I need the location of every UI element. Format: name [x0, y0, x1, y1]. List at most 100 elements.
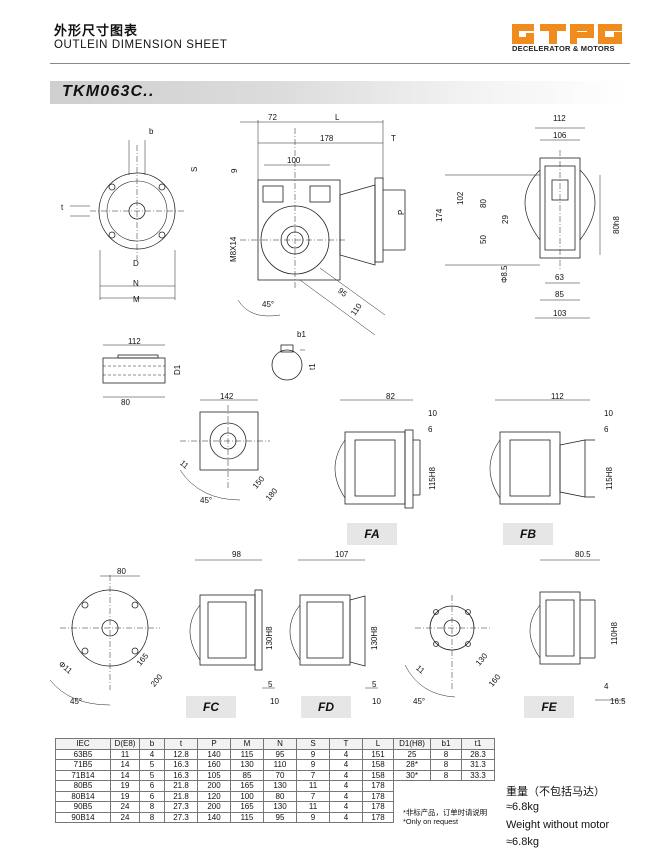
page-title-en: OUTLEIN DIMENSION SHEET	[54, 39, 228, 51]
dim-10-fa: 10	[428, 409, 437, 418]
dim-82: 82	[386, 392, 395, 401]
table-cell: 100	[230, 790, 264, 802]
mount-fa-label: FA	[347, 523, 397, 545]
mount-fd-label: FD	[301, 696, 351, 718]
table-cell: 105	[197, 769, 231, 781]
note-cn: *非标产品，订单时请说明	[403, 808, 488, 817]
dim-phi85: Φ8.5	[500, 265, 509, 283]
table-cell: 11	[296, 780, 330, 792]
table-cell: 31.3	[461, 759, 495, 771]
dim-112-fb: 112	[551, 392, 564, 401]
dim-29: 29	[501, 215, 510, 224]
front-view-drawing	[70, 140, 185, 300]
dim-45-fe: 45°	[413, 697, 426, 706]
table-cell: 33.3	[461, 769, 495, 781]
table-cell: 110	[263, 759, 297, 771]
col-d: D(E8)	[110, 738, 140, 750]
table-cell: 7	[296, 769, 330, 781]
table-cell: 7	[296, 790, 330, 802]
fa-flange-drawing	[179, 399, 270, 501]
header-divider	[50, 63, 630, 64]
shaft-drawing	[102, 344, 305, 398]
table-cell: 140	[197, 811, 231, 823]
brand-subtitle: DECELERATOR & MOTORS	[512, 44, 615, 53]
dim-45-fc: 45°	[70, 697, 83, 706]
fe-flange-drawing	[404, 595, 490, 698]
side-view-drawing	[237, 120, 406, 336]
dim-80-fc: 80	[117, 567, 126, 576]
table-cell: 90B5	[55, 801, 111, 813]
dim-174: 174	[435, 208, 444, 222]
table-cell: 165	[230, 780, 264, 792]
fb-drawing	[489, 399, 595, 505]
dim-85: 85	[555, 290, 564, 299]
table-cell: 27.3	[164, 801, 198, 813]
dim-115h8-fb: 115H8	[605, 467, 614, 490]
page-title-cn: 外形尺寸图表	[54, 23, 139, 38]
table-cell: 14	[110, 759, 140, 771]
dim-5-fc: 5	[268, 680, 273, 689]
col-b1: b1	[430, 738, 462, 750]
table-cell: 4	[329, 811, 363, 823]
dim-115h8-fa: 115H8	[428, 467, 437, 490]
mount-fe-label: FE	[524, 696, 574, 718]
table-cell: 130	[230, 759, 264, 771]
table-cell	[394, 781, 431, 792]
table-cell: 158	[362, 759, 394, 771]
table-cell	[462, 791, 495, 802]
dim-112-shaft: 112	[128, 337, 141, 346]
table-cell: 9	[296, 748, 330, 760]
fc-drawing	[189, 559, 275, 689]
dim-130h8-fc: 130H8	[265, 626, 274, 650]
dim-t-side: T	[391, 134, 396, 143]
dim-112-r: 112	[553, 114, 566, 123]
table-cell: 16.3	[164, 759, 198, 771]
col-tt: T	[329, 738, 363, 750]
col-t1: t1	[461, 738, 495, 750]
table-cell: 11	[110, 748, 140, 760]
mount-fb-label: FB	[503, 523, 553, 545]
table-cell: 5	[139, 759, 165, 771]
table-cell: 21.8	[164, 790, 198, 802]
dim-6-fa: 6	[428, 425, 433, 434]
table-cell: 12.8	[164, 748, 198, 760]
table-cell: 4	[329, 801, 363, 813]
mount-fc-label: FC	[186, 696, 236, 718]
dim-m8x14: M8X14	[229, 236, 238, 262]
dim-98: 98	[232, 550, 241, 559]
dim-102: 102	[456, 191, 465, 205]
table-cell: 19	[110, 790, 140, 802]
dim-10-fd: 10	[372, 697, 381, 706]
col-b: b	[139, 738, 165, 750]
table-cell: 200	[197, 780, 231, 792]
table-cell: 130	[263, 801, 297, 813]
dim-9: 9	[230, 168, 239, 173]
weight-label-en: Weight without motor	[506, 819, 610, 831]
table-cell: 24	[110, 811, 140, 823]
dim-50: 50	[479, 235, 488, 244]
right-view-drawing	[445, 127, 601, 319]
table-cell: 16.3	[164, 769, 198, 781]
company-logo	[512, 24, 622, 44]
weight-label-cn: 重量（不包括马达）	[506, 786, 605, 798]
table-cell: 27.3	[164, 811, 198, 823]
table-cell	[394, 791, 431, 802]
dim-80-5: 80.5	[575, 550, 591, 559]
table-cell: 25	[393, 748, 431, 760]
dim-45-side: 45°	[262, 300, 275, 309]
col-d1: D1(H8)	[393, 738, 431, 750]
dim-l: L	[335, 113, 340, 122]
col-p: P	[197, 738, 231, 750]
dim-6-fb: 6	[604, 425, 609, 434]
dim-16-5: 16.5	[610, 697, 626, 706]
dim-p: P	[397, 209, 406, 215]
table-cell: 8	[430, 759, 462, 771]
fd-drawing	[289, 559, 378, 689]
table-cell: 71B14	[55, 769, 111, 781]
table-cell: 28*	[393, 759, 431, 771]
table-cell: 8	[139, 811, 165, 823]
col-l: L	[362, 738, 394, 750]
